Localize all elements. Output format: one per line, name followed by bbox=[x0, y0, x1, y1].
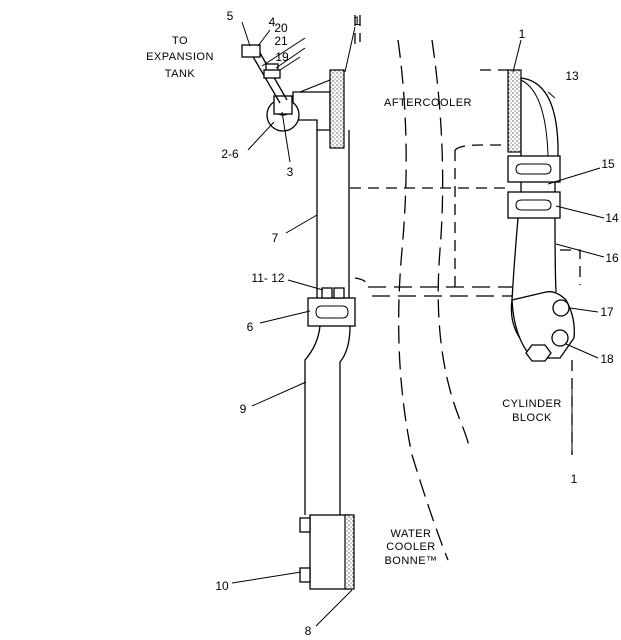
svg-text:BONNE™: BONNE™ bbox=[384, 555, 437, 567]
callout-11-12: 11- 12 bbox=[251, 271, 284, 285]
callout-4: 4 bbox=[269, 15, 276, 29]
callout-10: 10 bbox=[215, 579, 229, 593]
right-flange bbox=[507, 69, 522, 153]
expansion-tank-fitting bbox=[241, 44, 300, 132]
water-cooler-flange bbox=[299, 514, 355, 590]
callout-21: 21 bbox=[274, 34, 288, 48]
callout-3: 3 bbox=[287, 165, 294, 179]
label-water-cooler-bonnet: WATER COOLER BONNE™ bbox=[384, 528, 437, 567]
callout-numbers: 1 1 1 2-6 3 4 5 6 7 8 9 10 11- 12 13 14 … bbox=[215, 9, 619, 638]
label-aftercooler: AFTERCOOLER bbox=[384, 97, 472, 109]
svg-text:BLOCK: BLOCK bbox=[512, 412, 552, 424]
hose-clamp-6 bbox=[307, 287, 356, 327]
outlet-elbow-flange bbox=[511, 291, 575, 362]
svg-text:TO: TO bbox=[172, 35, 188, 47]
callout-1: 1 bbox=[571, 472, 578, 486]
callout-18: 18 bbox=[600, 352, 614, 366]
svg-text:EXPANSION: EXPANSION bbox=[146, 51, 214, 63]
callout-20: 20 bbox=[274, 21, 288, 35]
elbow-flange-assembly bbox=[292, 69, 345, 149]
callout-5: 5 bbox=[227, 9, 234, 23]
callout-1: 1 bbox=[519, 27, 526, 41]
label-to-expansion-tank: TO EXPANSION TANK bbox=[146, 35, 214, 80]
callout-17: 17 bbox=[600, 305, 614, 319]
leader-lines bbox=[231, 21, 605, 627]
elbow-13 bbox=[520, 77, 559, 159]
callout-7: 7 bbox=[272, 231, 279, 245]
clamp-15 bbox=[507, 155, 561, 183]
callout-19: 19 bbox=[275, 50, 289, 64]
callout-6: 6 bbox=[247, 320, 254, 334]
callout-2-6: 2-6 bbox=[221, 147, 239, 161]
pipe-7 bbox=[316, 130, 350, 298]
svg-text:WATER: WATER bbox=[391, 528, 432, 540]
clamp-14 bbox=[507, 191, 561, 219]
hose-9 bbox=[304, 325, 351, 515]
callout-14: 14 bbox=[605, 211, 619, 225]
callout-13: 13 bbox=[565, 69, 579, 83]
aftercooler-outline bbox=[350, 15, 512, 561]
svg-text:TANK: TANK bbox=[165, 68, 196, 80]
svg-text:CYLINDER: CYLINDER bbox=[502, 398, 562, 410]
svg-text:COOLER: COOLER bbox=[386, 541, 435, 553]
callout-15: 15 bbox=[601, 157, 615, 171]
label-cylinder-block: CYLINDER BLOCK bbox=[502, 398, 562, 424]
callout-1: 1 bbox=[354, 14, 361, 28]
callout-9: 9 bbox=[240, 402, 247, 416]
callout-16: 16 bbox=[605, 251, 619, 265]
callout-8: 8 bbox=[305, 624, 312, 638]
